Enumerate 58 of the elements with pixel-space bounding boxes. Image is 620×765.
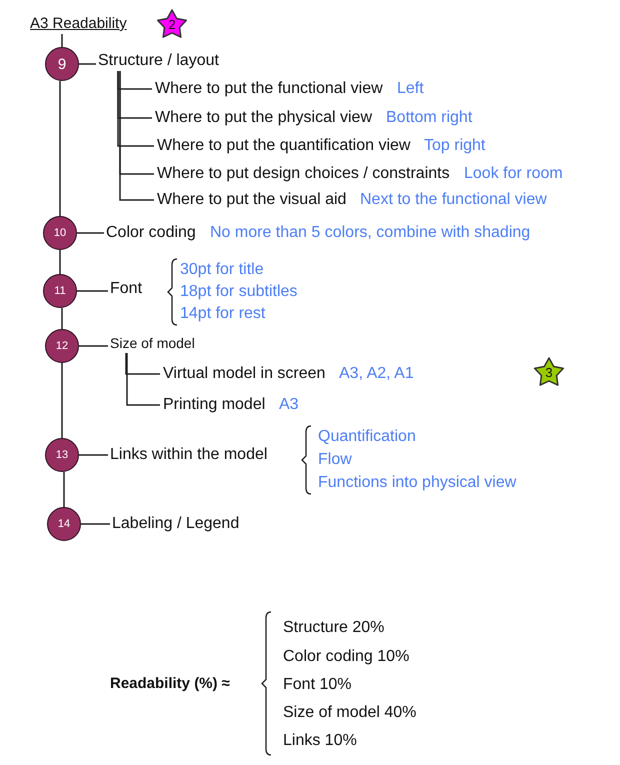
connector-line — [77, 232, 104, 234]
connector-line — [79, 345, 108, 347]
step-circle: 14 — [47, 507, 81, 541]
step-circle: 10 — [43, 216, 77, 250]
note-text: Top right — [424, 136, 486, 156]
connector-line — [126, 353, 160, 406]
topic-text: Where to put the functional view — [155, 79, 383, 99]
connector-line — [63, 472, 65, 507]
connector-line — [79, 63, 96, 65]
topic-text: Links within the model — [110, 445, 268, 465]
connector-line — [61, 308, 63, 329]
note-text: 30pt for title — [180, 260, 264, 280]
step-circle: 12 — [45, 329, 79, 363]
list-item-text: Structure 20% — [283, 618, 384, 638]
connector-line — [59, 250, 61, 274]
note-text: Next to the functional view — [360, 190, 547, 210]
connector-line — [79, 454, 108, 456]
star-badge: 3 — [532, 355, 566, 389]
topic-text: Labeling / Legend — [112, 514, 240, 534]
topic-text: Where to put the quantification view — [157, 136, 410, 156]
star-badge: 2 — [155, 7, 189, 41]
connector-line — [81, 523, 110, 525]
step-circle: 13 — [45, 438, 79, 472]
list-item-text: Font 10% — [283, 675, 352, 695]
note-text: A3, A2, A1 — [339, 364, 414, 384]
connector-line — [117, 71, 154, 147]
topic-text: Where to put the physical view — [155, 108, 372, 128]
step-circle: 9 — [45, 47, 79, 81]
topic-text: Where to put design choices / constraints — [157, 164, 450, 184]
note-text: Functions into physical view — [318, 473, 516, 493]
note-text: Quantification — [318, 427, 416, 447]
topic-text: Font — [110, 279, 142, 299]
connector-line — [77, 290, 108, 292]
note-text: 14pt for rest — [180, 304, 266, 324]
topic-text: Virtual model in screen — [163, 364, 326, 384]
list-item-text: Size of model 40% — [283, 703, 416, 723]
heading-text: A3 Readability — [30, 14, 127, 34]
connector-line — [61, 363, 63, 438]
topic-text: Color coding — [106, 223, 196, 243]
note-text: 18pt for subtitles — [180, 282, 298, 302]
connector-line — [119, 71, 154, 201]
note-text: Look for room — [464, 164, 563, 184]
list-item-text: Color coding 10% — [283, 647, 410, 667]
connector-line — [61, 34, 63, 47]
topic-text: Printing model — [163, 395, 266, 415]
connector-line — [59, 81, 61, 216]
topic-text: Where to put the visual aid — [157, 190, 346, 210]
note-text: Flow — [318, 450, 352, 470]
topic-text: Structure / layout — [98, 51, 219, 71]
note-text: No more than 5 colors, combine with shading — [210, 223, 530, 243]
note-text: Left — [397, 79, 424, 99]
list-item-text: Links 10% — [283, 731, 357, 751]
connector-line — [125, 353, 160, 375]
topic-text: Size of model — [110, 333, 195, 353]
step-circle: 11 — [43, 274, 77, 308]
note-text: A3 — [279, 395, 299, 415]
note-text: Bottom right — [386, 108, 472, 128]
formula-text: Readability (%) ≈ — [110, 674, 230, 694]
